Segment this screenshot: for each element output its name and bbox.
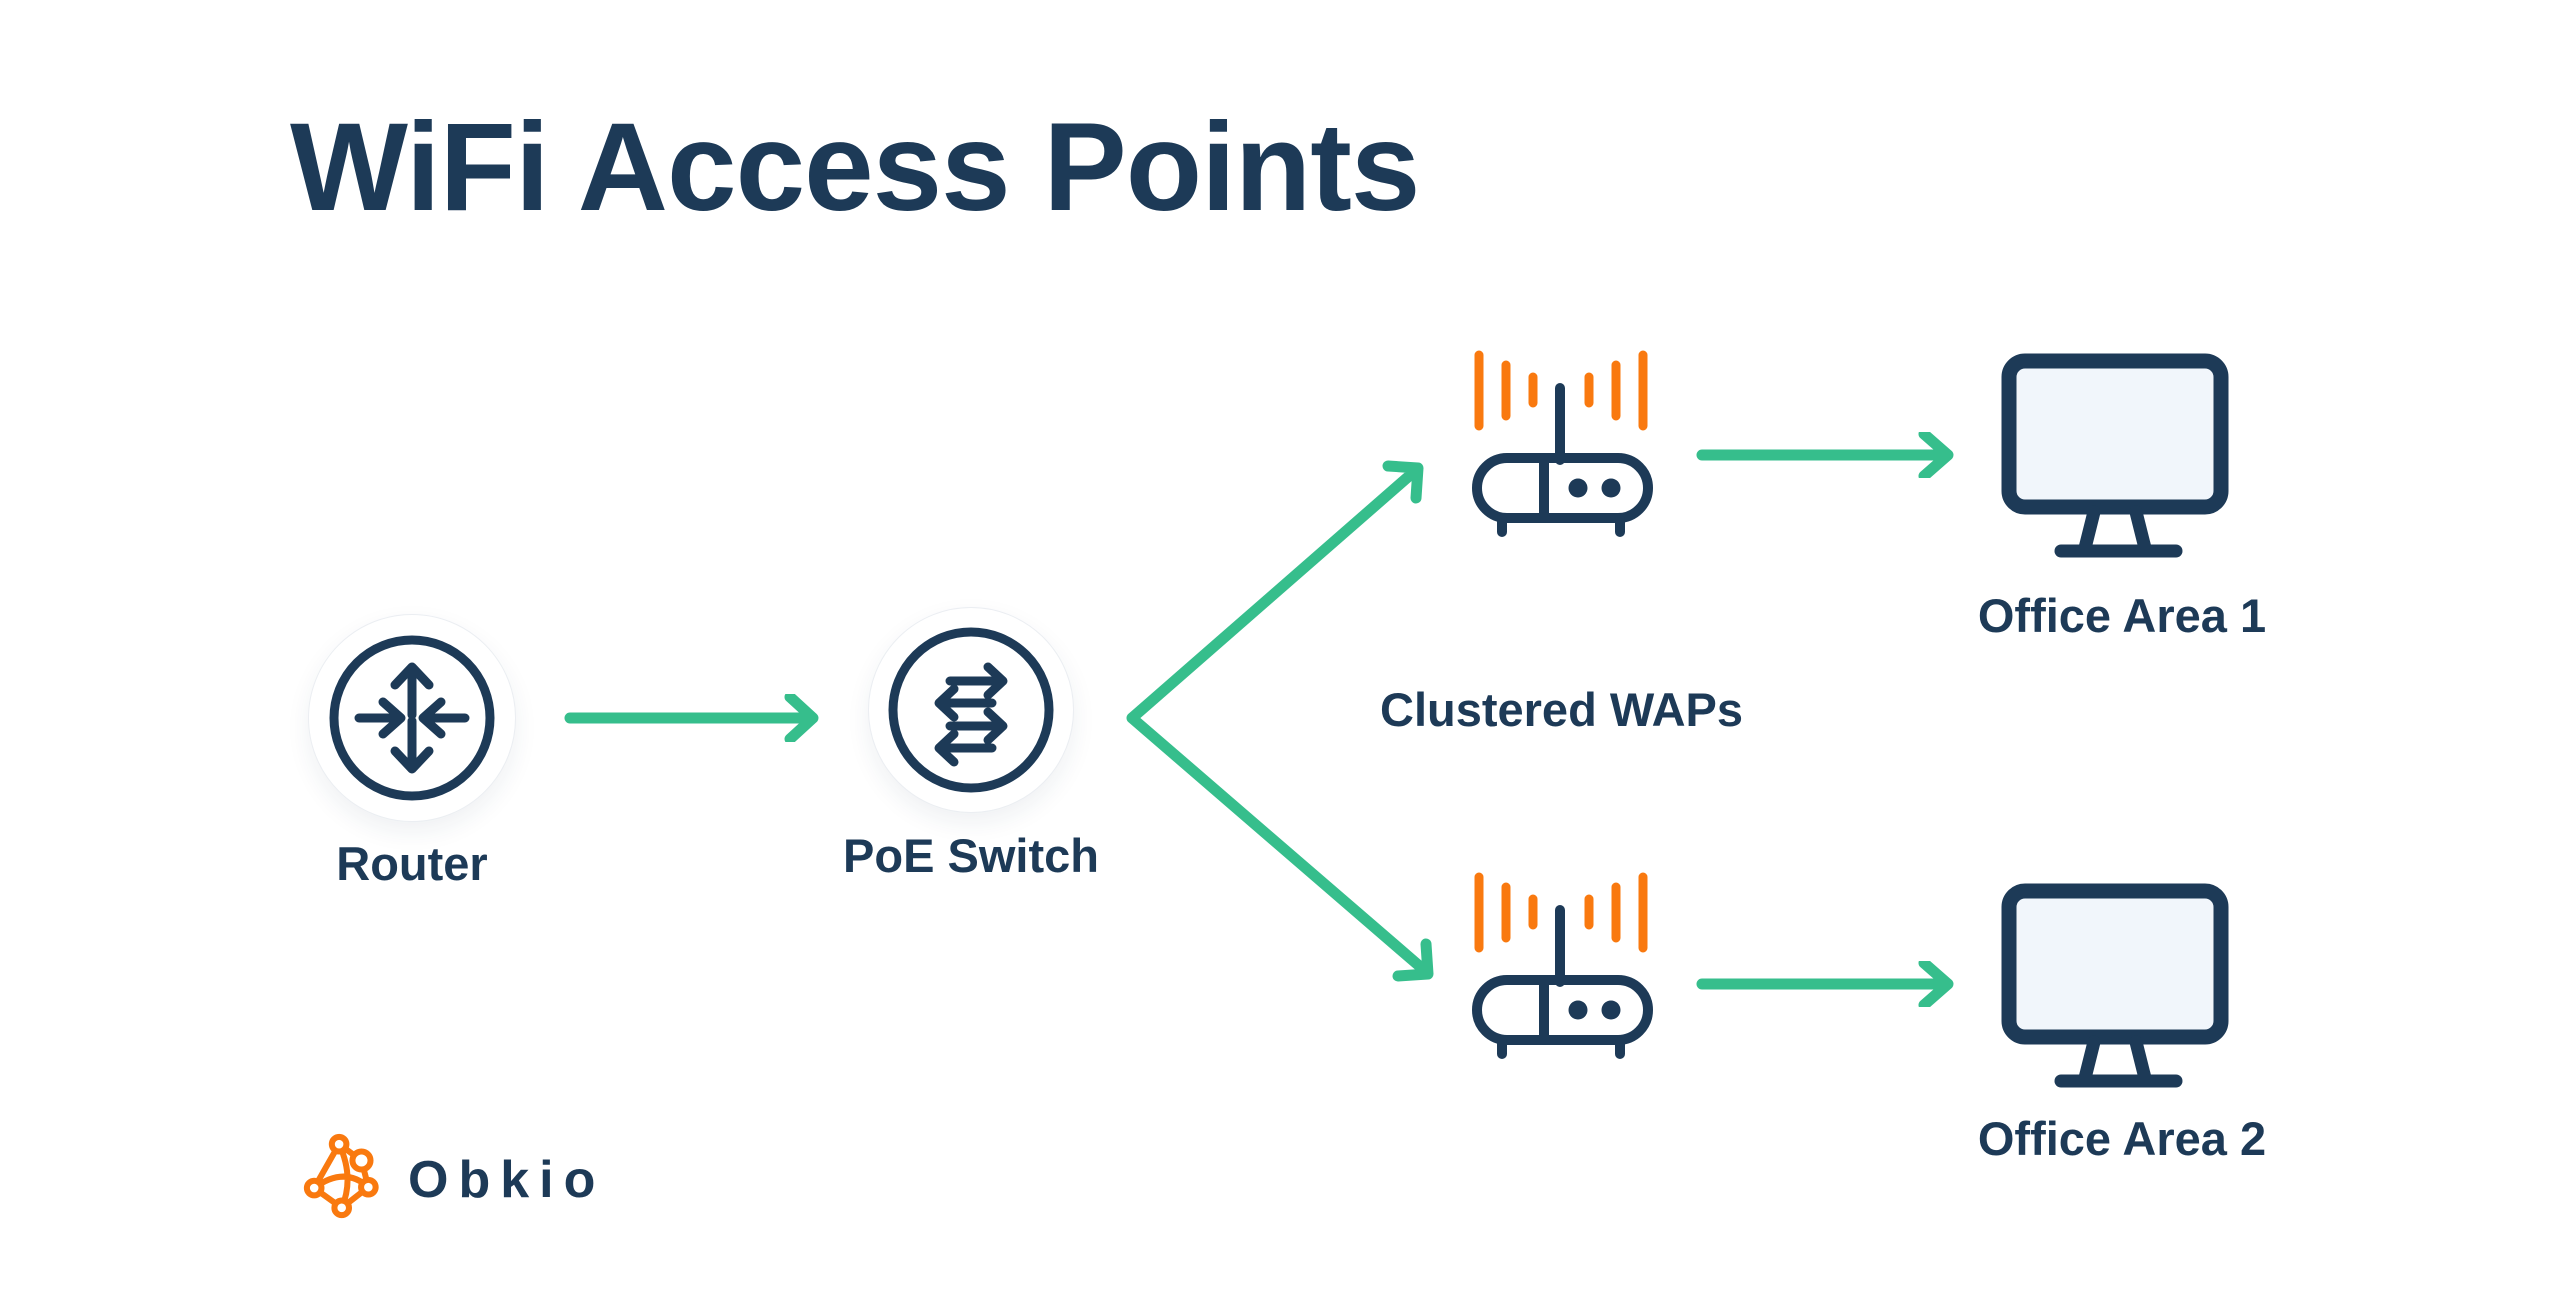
office-1-monitor-icon bbox=[2001, 353, 2229, 558]
router-icon bbox=[329, 635, 495, 801]
wap-2-icon bbox=[1472, 872, 1653, 1059]
page-title: WiFi Access Points bbox=[290, 98, 1420, 237]
router-node bbox=[308, 614, 516, 822]
poe-switch-icon bbox=[888, 627, 1054, 793]
arrow-wap1-to-office1-icon bbox=[1696, 432, 1954, 478]
obkio-logo-text: Obkio bbox=[408, 1151, 606, 1209]
poe-switch-label: PoE Switch bbox=[843, 829, 1099, 882]
poe-switch-node bbox=[868, 607, 1074, 813]
arrow-router-to-switch-icon bbox=[564, 694, 819, 742]
office-2-label: Office Area 2 bbox=[1977, 1112, 2267, 1165]
wap-1-icon bbox=[1472, 350, 1653, 537]
office-1-label: Office Area 1 bbox=[1977, 589, 2267, 642]
cluster-caption: Clustered WAPs bbox=[1380, 683, 1744, 736]
branch-arrows-icon bbox=[1126, 460, 1434, 982]
obkio-logo-icon bbox=[303, 1133, 379, 1219]
router-label: Router bbox=[336, 837, 488, 890]
arrow-wap2-to-office2-icon bbox=[1696, 961, 1954, 1007]
office-2-monitor-icon bbox=[2001, 883, 2229, 1088]
